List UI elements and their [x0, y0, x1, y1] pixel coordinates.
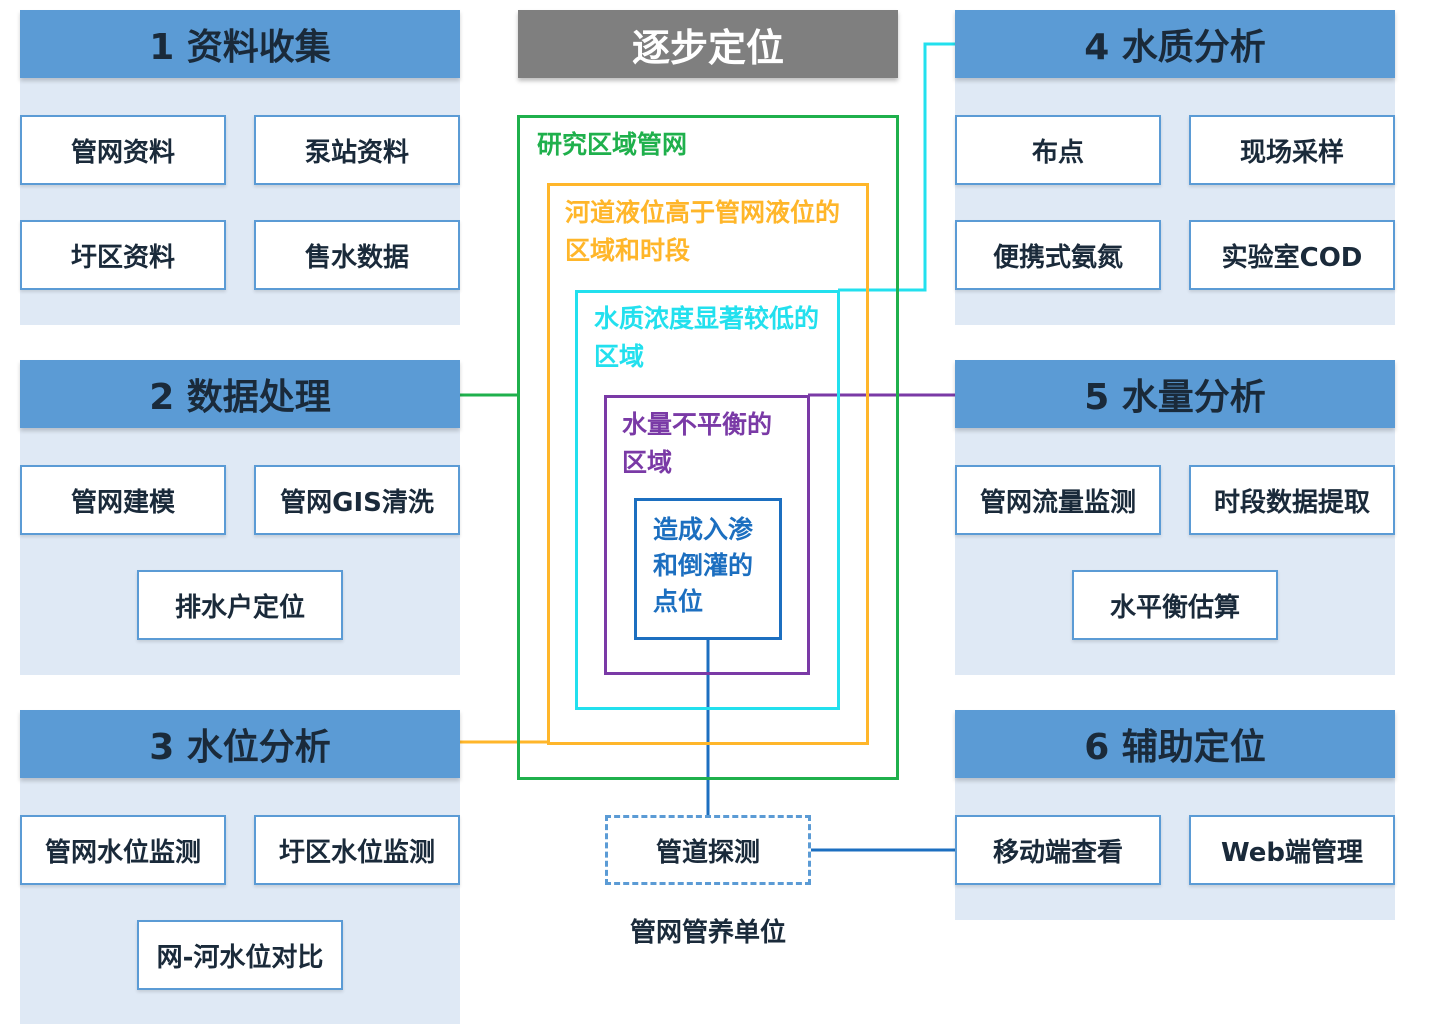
box-study-area-network [517, 115, 899, 780]
box-infiltration-points [634, 498, 782, 640]
item-lab-cod: 实验室COD [1189, 220, 1395, 290]
label-study-area-network: 研究区域管网 [537, 130, 688, 159]
item-portable-ammonia: 便携式氨氮 [955, 220, 1161, 290]
item-flow-monitoring: 管网流量监测 [955, 465, 1161, 535]
panel-water-quality-analysis-title: 4 水质分析 [955, 10, 1395, 78]
panel-water-quantity-analysis-title: 5 水量分析 [955, 360, 1395, 428]
item-network-river-comparison: 网-河水位对比 [137, 920, 343, 990]
box-water-imbalance [604, 395, 810, 675]
label-river-level-higher-line1: 河道液位高于管网液位的 [565, 198, 841, 227]
item-polder-data: 圩区资料 [20, 220, 226, 290]
label-river-level-higher-line2: 区域和时段 [565, 236, 691, 265]
link-panel4-water-quality-area [838, 42, 958, 292]
label-low-water-quality-line1: 水质浓度显著较低的 [594, 304, 820, 333]
item-period-data-extraction: 时段数据提取 [1189, 465, 1395, 535]
label-water-imbalance-line2: 区域 [622, 448, 673, 477]
label-infiltration-points-line1: 造成入渗 [653, 515, 754, 544]
panel-water-level-analysis-title: 3 水位分析 [20, 710, 460, 778]
item-gis-cleaning: 管网GIS清洗 [254, 465, 460, 535]
item-water-sales-data: 售水数据 [254, 220, 460, 290]
label-water-imbalance-line1: 水量不平衡的 [622, 410, 773, 439]
box-river-level-higher [547, 183, 869, 745]
item-polder-level-monitoring: 圩区水位监测 [254, 815, 460, 885]
panel-auxiliary-locating-title: 6 辅助定位 [955, 710, 1395, 778]
label-infiltration-points-line2: 和倒灌的 [653, 551, 754, 580]
label-infiltration-points-line3: 点位 [653, 587, 704, 616]
center-title: 逐步定位 [518, 10, 898, 78]
panel-data-collection-title: 1 资料收集 [20, 10, 460, 78]
box-low-water-quality [575, 290, 840, 710]
item-web-management: Web端管理 [1189, 815, 1395, 885]
item-pipe-network-modeling: 管网建模 [20, 465, 226, 535]
item-mobile-view: 移动端查看 [955, 815, 1161, 885]
item-discharger-locating: 排水户定位 [137, 570, 343, 640]
item-sampling-layout: 布点 [955, 115, 1161, 185]
item-pipe-network-data: 管网资料 [20, 115, 226, 185]
item-pump-station-data: 泵站资料 [254, 115, 460, 185]
item-water-balance-estimation: 水平衡估算 [1072, 570, 1278, 640]
box-pipe-detection: 管道探测 [605, 815, 811, 885]
label-maintenance-unit: 管网管养单位 [629, 918, 786, 948]
item-network-level-monitoring: 管网水位监测 [20, 815, 226, 885]
item-field-sampling: 现场采样 [1189, 115, 1395, 185]
panel-data-processing-title: 2 数据处理 [20, 360, 460, 428]
label-low-water-quality-line2: 区域 [594, 342, 645, 371]
